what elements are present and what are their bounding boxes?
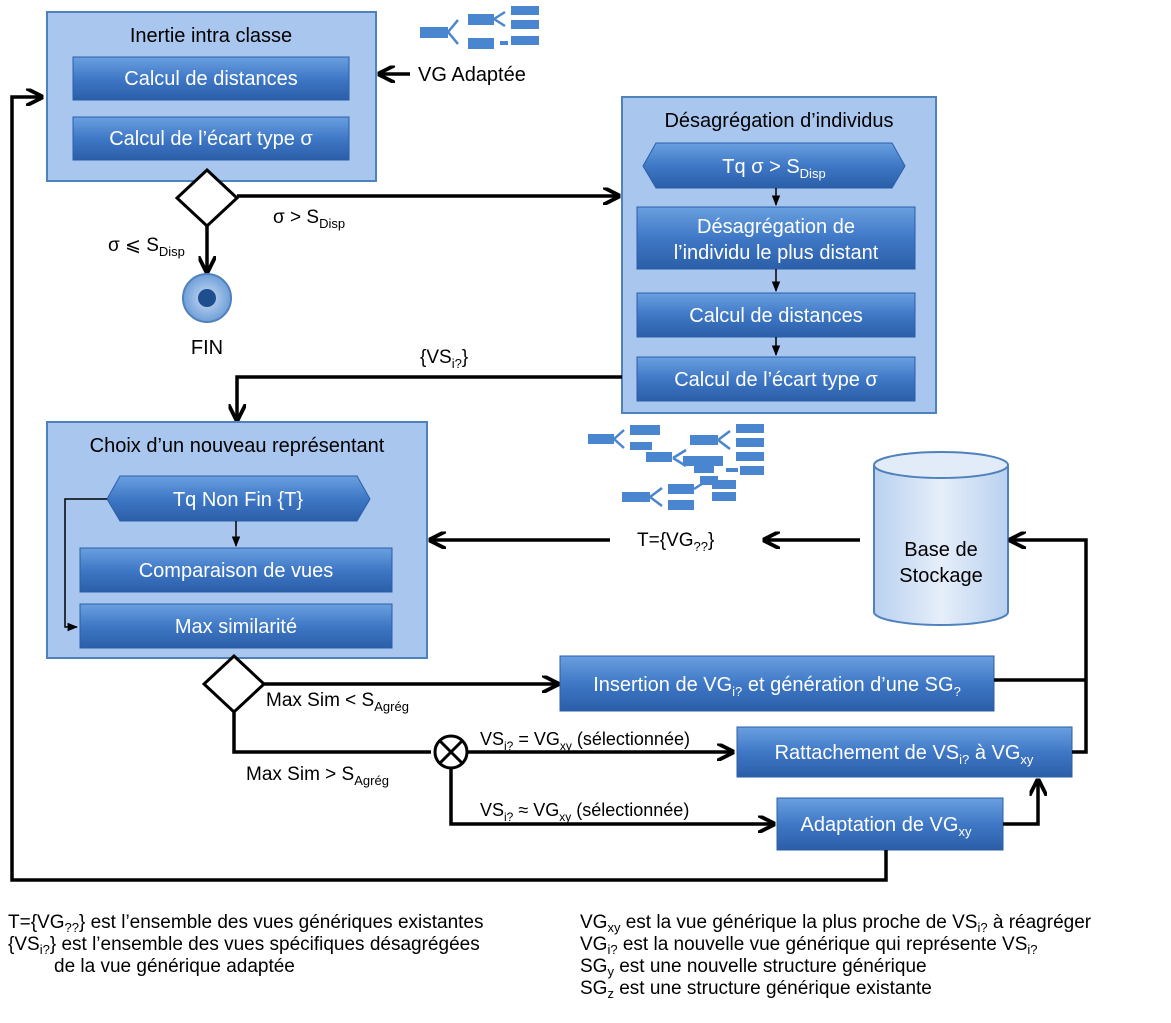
legend-sgy: SGy est une nouvelle structure générique	[580, 956, 927, 979]
desag-step-individu-line1: Désagrégation de	[697, 216, 855, 238]
inertie-title: Inertie intra classe	[130, 25, 292, 47]
choix-loop-label: Tq Non Fin {T}	[173, 489, 303, 511]
inertie-step-ecart[interactable]: Calcul de l’écart type σ	[72, 116, 350, 161]
insertion-box[interactable]: Insertion de VGi? et génération d’une SG…	[559, 655, 995, 712]
choix-step-comparaison[interactable]: Comparaison de vues	[79, 547, 393, 593]
choix-loop[interactable]: Tq Non Fin {T}	[106, 475, 371, 522]
decision-diamond-2	[201, 653, 267, 715]
rattachement-box[interactable]: Rattachement de VSi? à VGxy	[736, 726, 1073, 778]
desag-step-distances[interactable]: Calcul de distances	[636, 292, 916, 338]
legend-sgz: SGz est une structure générique existant…	[580, 978, 932, 1001]
desag-step-individu[interactable]: Désagrégation de l’individu le plus dist…	[636, 206, 916, 270]
sel-eq-label: VSi? = VGxy (sélectionnée)	[480, 729, 690, 753]
base-label-line2: Stockage	[899, 565, 982, 587]
inertie-step-ecart-label: Calcul de l’écart type σ	[109, 128, 313, 150]
legend-vsi-set: {VSi?} est l’ensemble des vues spécifiqu…	[8, 934, 480, 957]
cond-le-label: σ ⩽ SDisp	[108, 235, 185, 259]
tree-views-cluster-icon	[588, 424, 764, 510]
vg-adaptee-label: VG Adaptée	[418, 64, 526, 86]
desag-step-individu-line2: l’individu le plus distant	[674, 242, 879, 264]
desag-title: Désagrégation d’individus	[664, 110, 893, 132]
cond-gt-label: σ > SDisp	[273, 207, 345, 231]
arrow-to-adaptation	[449, 768, 772, 824]
sel-approx-label: VSi? ≈ VGxy (sélectionnée)	[480, 800, 689, 824]
arrow-adaptation-to-rattachement	[1003, 782, 1038, 826]
legend-vgxy: VGxy est la vue générique la plus proche…	[580, 912, 1092, 935]
rattachement-label: Rattachement de VSi? à VGxy	[775, 742, 1034, 767]
desag-loop[interactable]: Tq σ > SDisp	[642, 142, 906, 189]
adaptation-box[interactable]: Adaptation de VGxy	[776, 797, 1004, 851]
arrow-to-merge	[232, 712, 431, 754]
tree-view-icon	[420, 6, 539, 49]
desag-loop-label: Tq σ > SDisp	[722, 156, 825, 181]
legend-right: VGxy est la vue générique la plus proche…	[580, 912, 1091, 1000]
choix-title: Choix d’un nouveau représentant	[90, 435, 385, 457]
desag-step-ecart-label: Calcul de l’écart type σ	[674, 369, 878, 391]
arrow-feedback-loop	[10, 97, 888, 882]
adaptation-label: Adaptation de VGxy	[801, 814, 972, 839]
choix-step-max-label: Max similarité	[175, 616, 297, 638]
max-lt-label: Max Sim < SAgrég	[266, 690, 409, 714]
choix-step-comparaison-label: Comparaison de vues	[139, 560, 334, 582]
base-label-line1: Base de	[904, 539, 977, 561]
insertion-label: Insertion de VGi? et génération d’une SG…	[593, 674, 961, 699]
choix-step-max[interactable]: Max similarité	[79, 603, 393, 649]
inertie-step-distances-label: Calcul de distances	[124, 68, 297, 90]
inertie-step-distances[interactable]: Calcul de distances	[72, 56, 350, 101]
end-node-icon	[182, 273, 232, 323]
legend-vsi-set-cont: de la vue générique adaptée	[54, 956, 295, 977]
legend-vgi: VGi? est la nouvelle vue générique qui r…	[580, 934, 1038, 957]
choix-panel: Choix d’un nouveau représentant Tq Non F…	[46, 421, 428, 659]
desag-step-ecart[interactable]: Calcul de l’écart type σ	[636, 356, 916, 402]
legend-t-set: T={VG??} est l’ensemble des vues génériq…	[8, 912, 484, 935]
fin-label: FIN	[191, 337, 223, 359]
inertie-panel: Inertie intra classe Calcul de distances…	[46, 11, 377, 182]
database-cylinder-icon	[873, 451, 1009, 626]
merge-x-icon	[433, 734, 469, 770]
desag-step-distances-label: Calcul de distances	[689, 305, 862, 327]
t-set-label: T={VG??}	[637, 530, 714, 554]
arrow-to-choix	[237, 375, 622, 418]
max-gt-label: Max Sim > SAgrég	[246, 764, 389, 788]
arrow-to-base	[1012, 540, 1088, 754]
vsi-set-label: {VSi?}	[420, 347, 468, 371]
desag-panel: Désagrégation d’individus Tq σ > SDisp D…	[621, 96, 937, 414]
legend-left: T={VG??} est l’ensemble des vues génériq…	[8, 912, 484, 978]
